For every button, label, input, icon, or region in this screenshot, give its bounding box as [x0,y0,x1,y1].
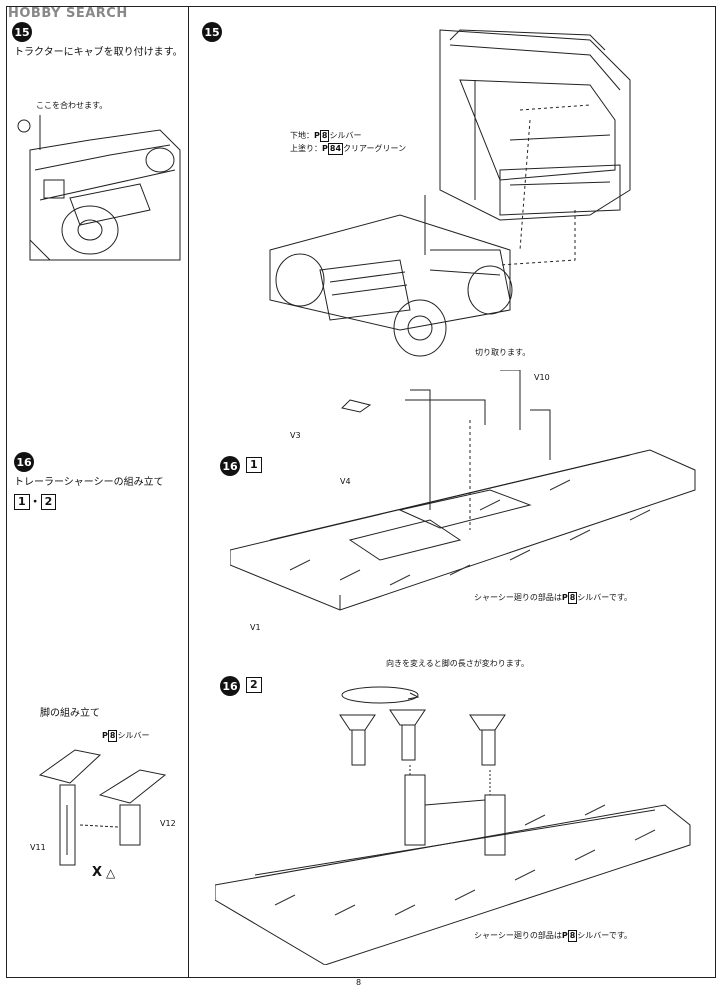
legs-assembly-illustration [30,745,180,875]
part-v1-label: V1 [250,623,261,632]
top-coat-code: 84 [327,143,344,155]
step-15-right-badge: 15 [202,22,222,42]
paint-code-prefix: P [561,931,568,940]
chassis-paint-color: シルバーです。 [577,593,633,602]
page-frame [6,6,716,978]
chassis-note-text: シャーシー廻りの部品は [474,593,562,602]
top-coat-color: クリアーグリーン [343,144,407,153]
step-16-instruction: トレーラーシャーシーの組み立て [14,477,164,488]
align-note: ここを合わせます。 [36,101,108,110]
part-v10-label: V10 [534,373,550,382]
part-v11-label: V11 [30,843,46,852]
substep-1-box: 1 [14,494,30,510]
step-15-badge: 15 [12,22,32,42]
substep-2-box: 2 [40,494,57,510]
step-16-2-box: 2 [246,677,262,693]
paint-code-prefix: P [314,131,320,140]
chassis-paint-code: 8 [567,592,578,604]
step-16-2-badge: 16 [220,676,240,696]
chassis-paint-color: シルバーです。 [577,931,633,940]
chassis-paint-code: 8 [567,930,578,942]
cab-tractor-illustration [260,20,640,360]
direction-note: 向きを変えると脚の長さが変わります。 [386,659,529,668]
legs-paint-color: シルバー [117,731,150,740]
page-number: 8 [356,978,362,987]
chassis-note-text: シャーシー廻りの部品は [474,931,562,940]
trailer-chassis-step1-illustration [230,370,700,620]
column-divider [188,6,189,978]
legs-title: 脚の組み立て [40,708,100,719]
substep-separator: ・ [29,495,41,508]
step-16-badge: 16 [14,452,34,472]
part-v12-label: V12 [160,819,176,828]
base-coat-code: 8 [319,130,330,142]
top-coat-label: 上塗り： [290,144,322,153]
legs-paint-code: 8 [107,730,118,742]
paint-code-prefix: P [102,731,108,740]
trailer-chassis-step2-illustration [215,675,695,965]
tractor-closeup-illustration [10,110,186,270]
base-coat-color: シルバー [329,131,362,140]
x-mark: X [92,865,103,880]
paint-code-prefix: P [322,144,328,153]
warning-triangle-icon: △ [106,866,116,880]
step-16-1-badge: 16 [220,456,240,476]
paint-code-prefix: P [561,593,568,602]
watermark: HOBBY SEARCH [8,6,128,21]
step-16-1-box: 1 [246,457,262,473]
part-v3-label: V3 [290,431,301,440]
step-16-substeps: 1・2 [14,494,57,510]
step-15-instruction: トラクターにキャブを取り付けます。 [14,47,183,58]
base-coat-label: 下地： [290,131,314,140]
cut-note: 切り取ります。 [475,348,531,357]
part-v4-label: V4 [340,477,351,486]
